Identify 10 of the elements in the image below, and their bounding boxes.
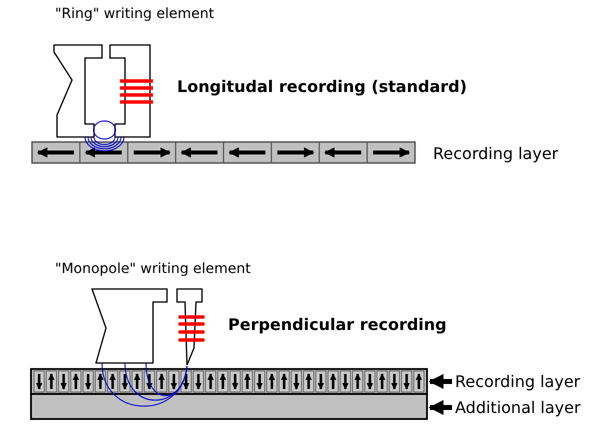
layer-label: Recording layer [433,145,558,162]
arrow [428,374,452,389]
element-caption: "Monopole" writing element [55,261,251,278]
element-caption: "Ring" writing element [55,6,214,23]
layer-label: Additional layer [455,399,581,416]
arrow [428,400,452,415]
additional-layer-bar [30,393,428,420]
recording-mode-title: Perpendicular recording [228,316,447,333]
layer-label: Recording layer [455,373,580,390]
recording-mode-title: Longitudal recording (standard) [177,78,467,95]
